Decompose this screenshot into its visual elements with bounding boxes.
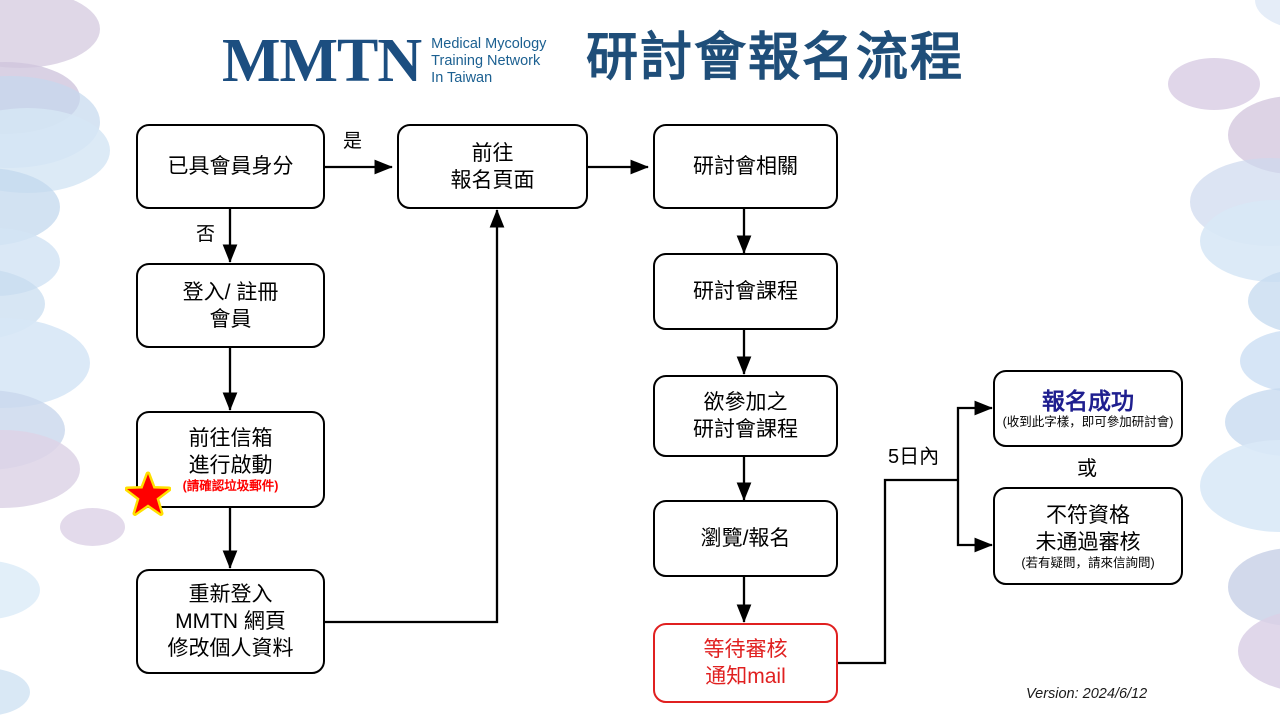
node-goto-signup-line2: 報名頁面 <box>450 168 535 192</box>
node-waiting-review-line2: 通知mail <box>705 665 786 688</box>
node-relogin-edit-line1: 重新登入 <box>188 583 273 606</box>
node-login-register-line1: 登入/ 註冊 <box>182 280 279 304</box>
node-activate-mail-note: (請確認垃圾郵件) <box>182 479 279 493</box>
node-desired-course-line2: 研討會課程 <box>693 418 798 441</box>
edge-waiting-to-split <box>836 478 958 665</box>
edge-label-no: 否 <box>196 224 216 245</box>
node-rejected-note: (若有疑問，請來信詢問) <box>1021 555 1155 570</box>
node-success[interactable]: 報名成功 (收到此字樣，即可參加研討會) <box>993 370 1183 447</box>
node-desired-course[interactable]: 欲參加之 研討會課程 <box>653 375 838 457</box>
node-relogin-edit-line2: MMTN 網頁 <box>175 610 286 633</box>
node-activate-mail-line1: 前往信箱 <box>188 427 273 450</box>
edge-label-yes: 是 <box>343 131 363 152</box>
logo-tagline-line3: In Taiwan <box>431 69 493 86</box>
node-browse-signup[interactable]: 瀏覽/報名 <box>653 500 838 577</box>
node-success-note: (收到此字樣，即可參加研討會) <box>1002 414 1174 429</box>
node-rejected-line1: 不符資格 <box>1046 503 1130 527</box>
mmtn-logo: MMTN Medical Mycology Training Network I… <box>222 30 546 92</box>
logo-tagline: Medical Mycology Training Network In Tai… <box>431 36 546 87</box>
edge-label-or: 或 <box>1077 458 1097 480</box>
logo-tagline-line1: Medical Mycology <box>431 35 547 52</box>
node-relogin-edit-line3: 修改個人資料 <box>167 637 294 660</box>
node-rejected-line2: 未通過審核 <box>1035 530 1141 554</box>
node-relogin-edit[interactable]: 重新登入 MMTN 網頁 修改個人資料 <box>136 569 325 674</box>
node-success-title: 報名成功 <box>1042 387 1134 414</box>
node-goto-signup-line1: 前往 <box>471 141 514 165</box>
node-member-check[interactable]: 已具會員身分 <box>136 124 325 209</box>
node-seminar-course[interactable]: 研討會課程 <box>653 253 838 330</box>
node-goto-signup[interactable]: 前往 報名頁面 <box>397 124 588 209</box>
node-seminar-info-line1: 研討會相關 <box>693 155 798 178</box>
edge-split-to-rejected <box>956 480 993 553</box>
node-member-check-line1: 已具會員身分 <box>167 155 294 178</box>
node-browse-signup-line1: 瀏覽/報名 <box>700 527 791 550</box>
node-rejected[interactable]: 不符資格 未通過審核 (若有疑問，請來信詢問) <box>993 487 1183 585</box>
page-title: 研討會報名流程 <box>586 29 965 87</box>
node-login-register[interactable]: 登入/ 註冊 會員 <box>136 263 325 348</box>
node-desired-course-line1: 欲參加之 <box>703 391 788 414</box>
red-star-icon <box>125 471 171 516</box>
node-activate-mail-line2: 進行啟動 <box>188 454 273 477</box>
edge-label-within-5-days: 5日內 <box>888 446 940 468</box>
edge-split-to-success <box>956 400 993 480</box>
node-waiting-review[interactable]: 等待審核 通知mail <box>653 623 838 703</box>
edge-relogin-to-signup <box>325 209 505 624</box>
node-seminar-info[interactable]: 研討會相關 <box>653 124 838 209</box>
logo-tagline-line2: Training Network <box>431 52 541 69</box>
node-seminar-course-line1: 研討會課程 <box>693 280 798 303</box>
version-label: Version: 2024/6/12 <box>1026 686 1148 702</box>
logo-wordmark: MMTN <box>222 27 422 95</box>
node-login-register-line2: 會員 <box>209 307 252 331</box>
node-waiting-review-line1: 等待審核 <box>703 638 788 661</box>
